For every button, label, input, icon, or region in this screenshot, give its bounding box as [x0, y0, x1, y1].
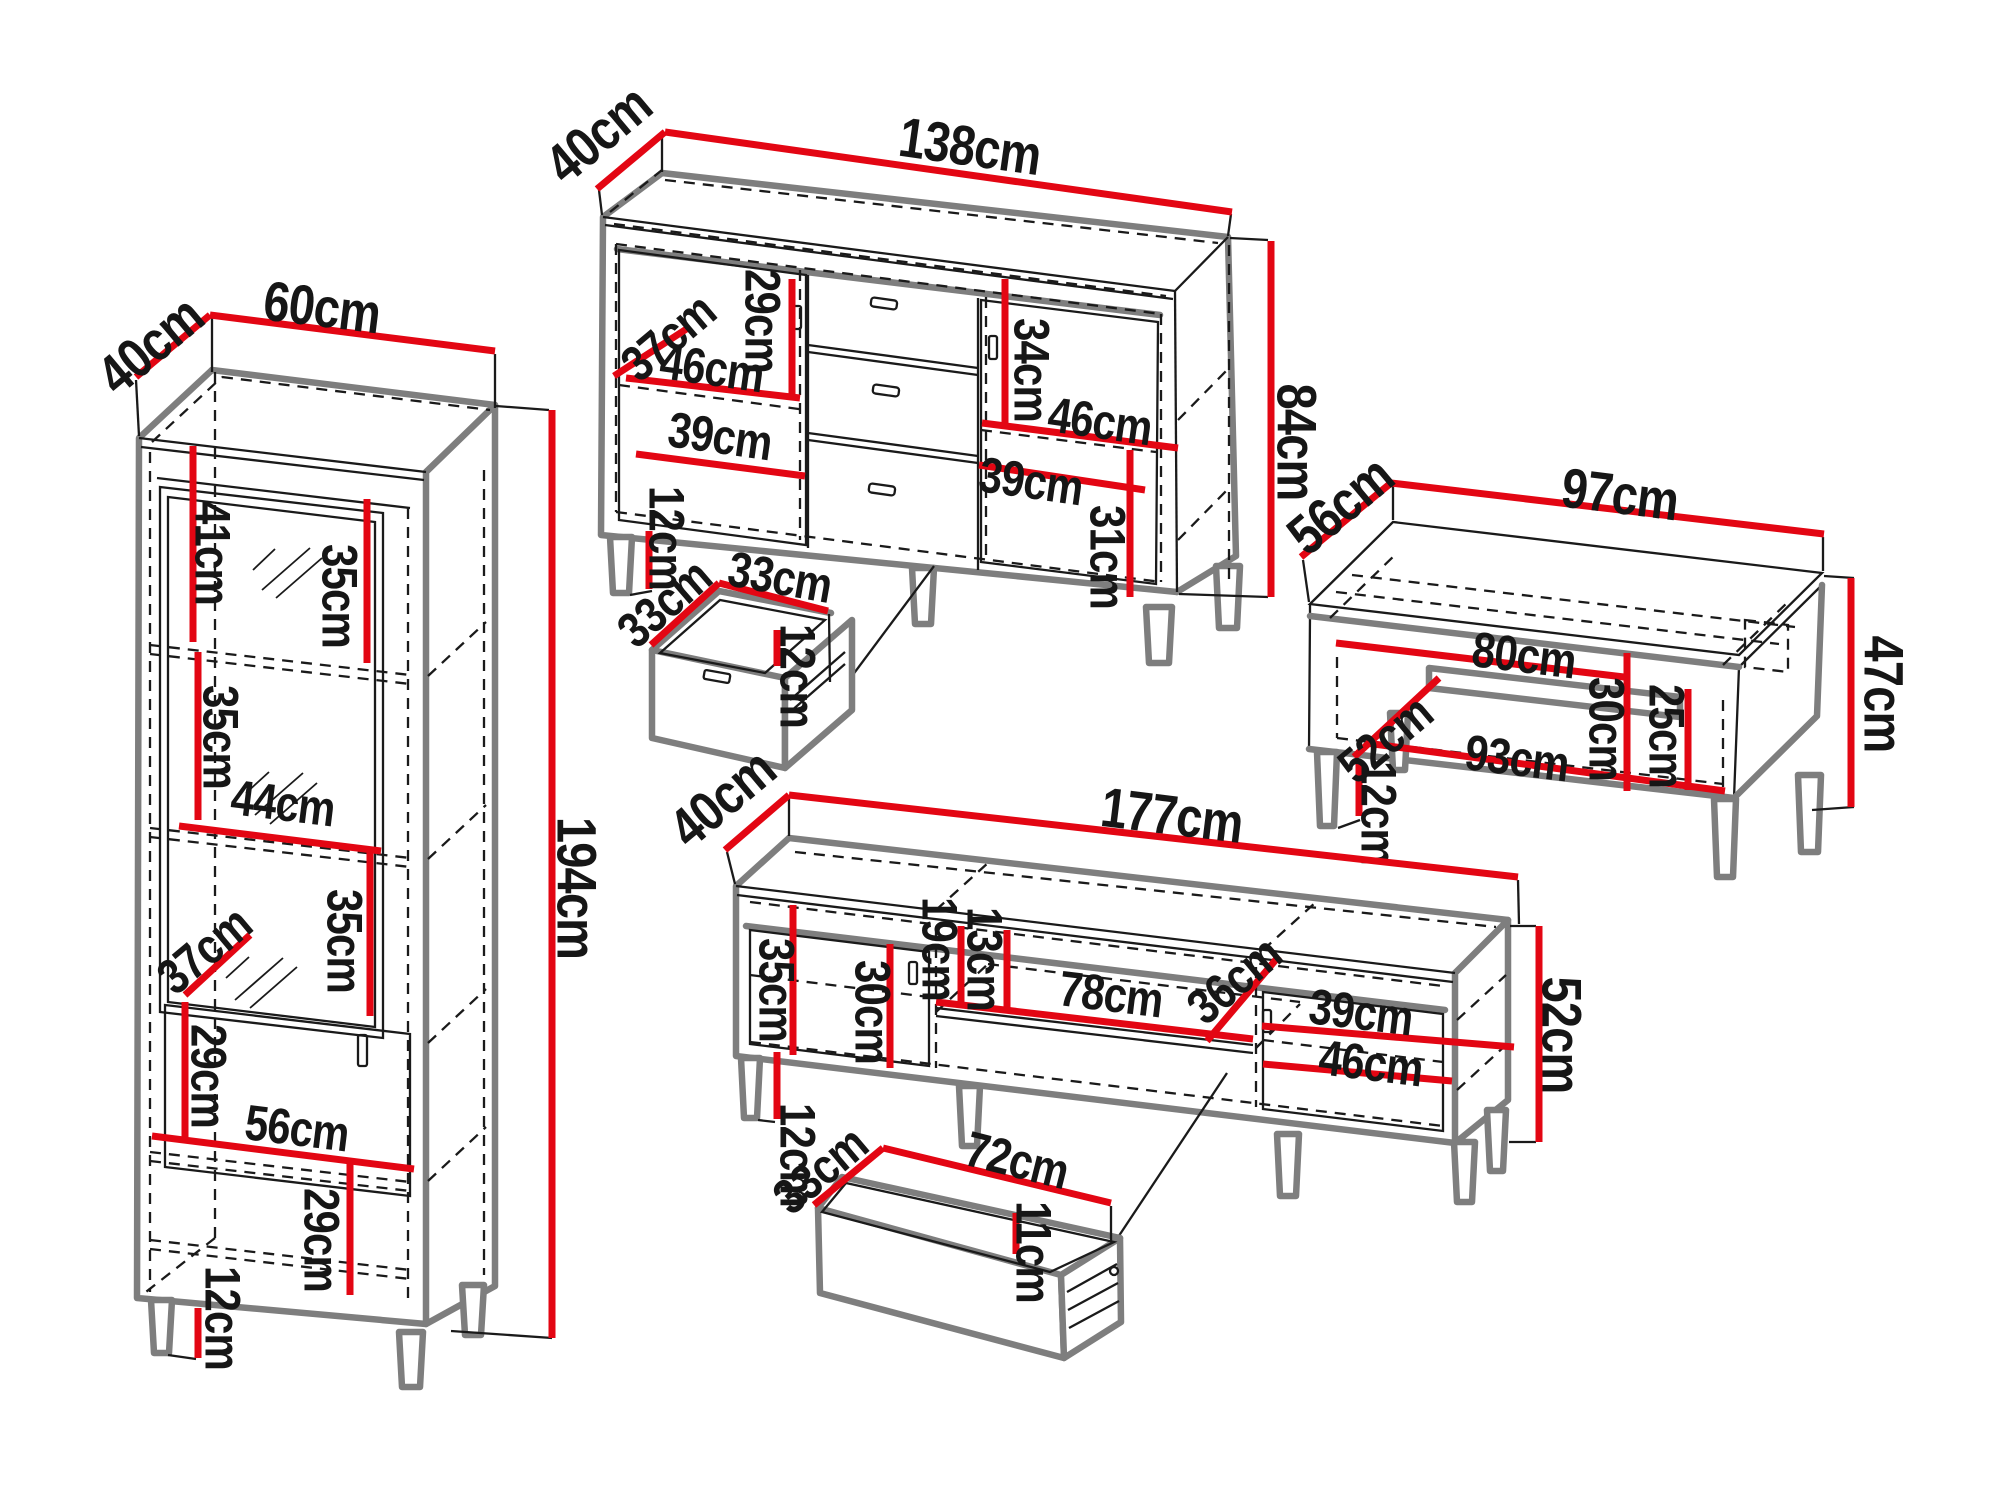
svg-text:84cm: 84cm [1266, 384, 1329, 501]
svg-text:12cm: 12cm [1351, 761, 1407, 865]
svg-text:35cm: 35cm [193, 685, 249, 789]
svg-text:80cm: 80cm [1469, 621, 1579, 690]
svg-text:19cm: 19cm [912, 897, 968, 1001]
svg-text:56cm: 56cm [242, 1094, 352, 1163]
svg-text:44cm: 44cm [228, 769, 338, 838]
svg-text:78cm: 78cm [1056, 960, 1166, 1029]
svg-text:29cm: 29cm [294, 1188, 350, 1292]
svg-text:93cm: 93cm [1462, 724, 1572, 793]
svg-text:29cm: 29cm [735, 269, 791, 373]
svg-text:97cm: 97cm [1558, 456, 1682, 533]
svg-text:35cm: 35cm [312, 544, 368, 648]
svg-text:30cm: 30cm [1579, 677, 1635, 781]
svg-text:52cm: 52cm [1531, 977, 1594, 1094]
svg-text:11cm: 11cm [1006, 1201, 1062, 1303]
svg-text:34cm: 34cm [1004, 318, 1060, 422]
svg-text:41cm: 41cm [185, 501, 241, 605]
svg-text:12cm: 12cm [195, 1266, 251, 1370]
svg-text:25cm: 25cm [1639, 684, 1695, 788]
svg-text:39cm: 39cm [1306, 978, 1416, 1047]
svg-text:30cm: 30cm [845, 960, 901, 1064]
svg-text:35cm: 35cm [749, 938, 805, 1042]
svg-text:47cm: 47cm [1853, 636, 1916, 753]
svg-text:46cm: 46cm [1316, 1029, 1426, 1098]
svg-text:29cm: 29cm [181, 1024, 237, 1128]
svg-text:31cm: 31cm [1080, 505, 1136, 609]
svg-text:13cm: 13cm [957, 907, 1013, 1011]
svg-text:194cm: 194cm [546, 817, 609, 959]
svg-text:12cm: 12cm [639, 486, 695, 590]
svg-text:12cm: 12cm [770, 624, 826, 728]
svg-text:35cm: 35cm [317, 889, 373, 993]
svg-text:12cm: 12cm [770, 1103, 826, 1207]
svg-text:60cm: 60cm [260, 269, 384, 346]
